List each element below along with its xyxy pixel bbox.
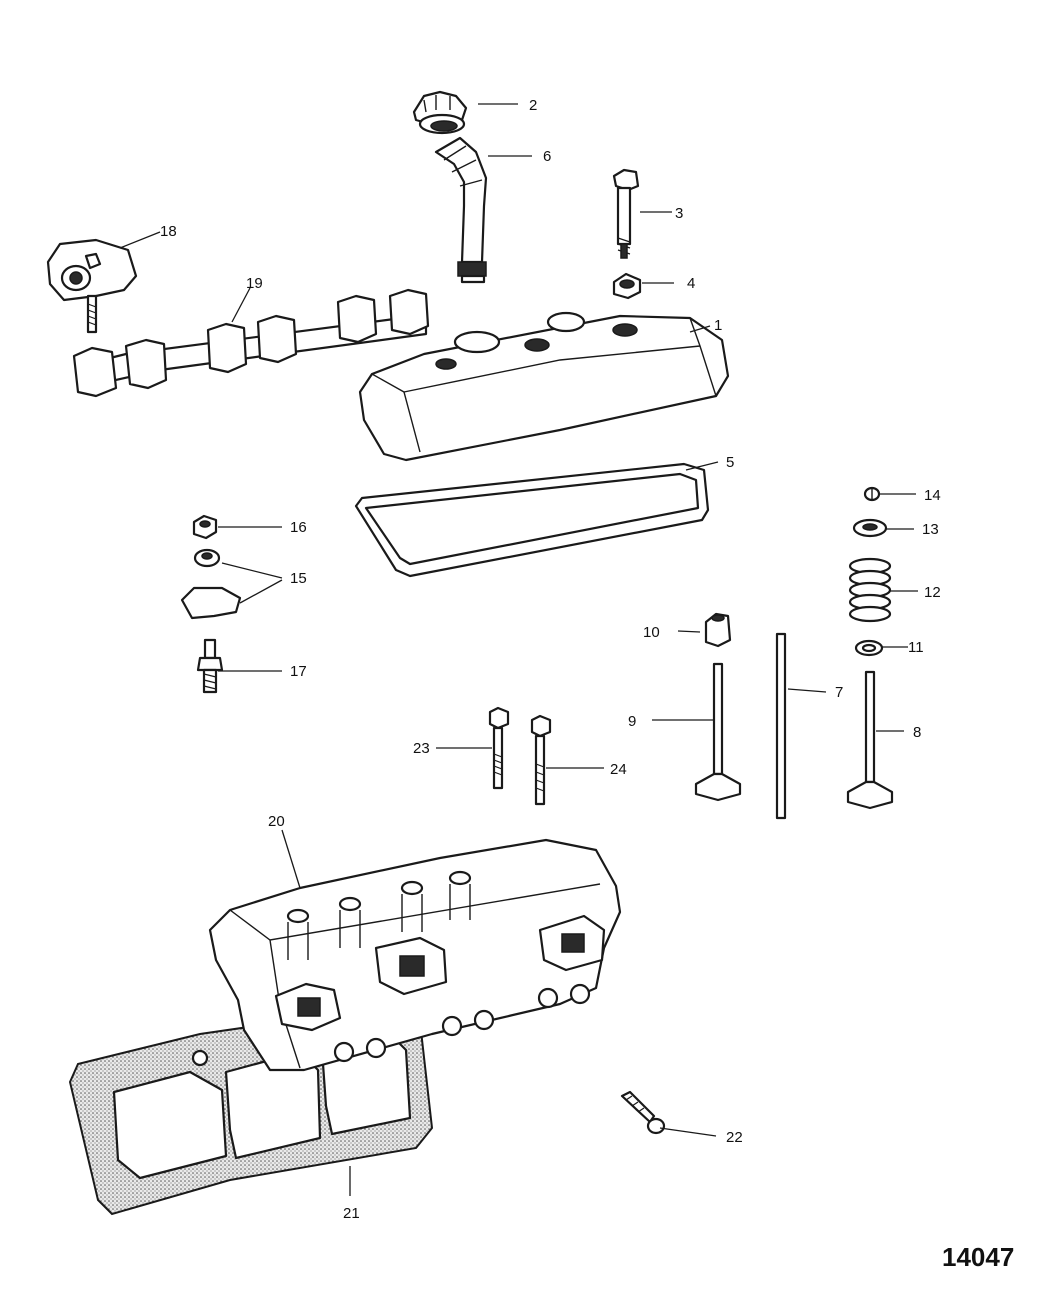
- callout-6: 6: [543, 148, 551, 165]
- head-bolt-long-part: [488, 706, 510, 790]
- oil-filler-cap-part: [412, 90, 468, 135]
- cylinder-head-part: [208, 838, 622, 1072]
- cover-gasket-part: [354, 462, 710, 578]
- callout-2: 2: [529, 97, 537, 114]
- spring-shim-part: [854, 639, 884, 657]
- callout-11: 11: [908, 639, 924, 656]
- callout-20: 20: [268, 813, 285, 830]
- callout-21: 21: [343, 1205, 360, 1222]
- callout-12: 12: [924, 584, 941, 601]
- callout-9: 9: [628, 713, 636, 730]
- callout-8: 8: [913, 724, 921, 741]
- spring-retainer-part: [852, 518, 888, 538]
- callout-14: 14: [924, 487, 941, 504]
- callout-18: 18: [160, 223, 177, 240]
- push-rod-part: [775, 632, 787, 820]
- valve-spring-part: [848, 557, 892, 623]
- callout-labels: 1 2 3 4 5 6 7 8 9 10 11 12 13 14 15 16 1…: [160, 97, 941, 1222]
- valve-seal-part: [704, 612, 732, 648]
- rocker-stud-part: [196, 638, 224, 694]
- head-bolt-short-part: [620, 1090, 666, 1135]
- leader-lines: [119, 103, 918, 1196]
- rocker-rail-part: [72, 288, 430, 398]
- rocker-arm-part: [46, 238, 138, 334]
- exhaust-valve-part: [846, 670, 894, 810]
- valve-cover-part: [358, 311, 730, 462]
- oil-fill-tube-part: [434, 136, 488, 284]
- callout-10: 10: [643, 624, 660, 641]
- intake-valve-part: [694, 662, 742, 802]
- drawing-number: 14047: [942, 1242, 1014, 1272]
- head-bolt-part: [530, 714, 552, 806]
- callout-5: 5: [726, 454, 734, 471]
- callout-4: 4: [687, 275, 695, 292]
- callout-24: 24: [610, 761, 627, 778]
- valve-keepers-part: [863, 486, 881, 502]
- callout-22: 22: [726, 1129, 743, 1146]
- grommet-part: [612, 272, 642, 300]
- callout-3: 3: [675, 205, 683, 222]
- callout-1: 1: [714, 317, 722, 334]
- ball-and-rocker-part: [180, 548, 242, 620]
- callout-23: 23: [413, 740, 430, 757]
- cover-bolt-part: [612, 168, 640, 259]
- callout-15: 15: [290, 570, 307, 587]
- callout-16: 16: [290, 519, 307, 536]
- callout-7: 7: [835, 684, 843, 701]
- callout-17: 17: [290, 663, 307, 680]
- callout-13: 13: [922, 521, 939, 538]
- rocker-nut-part: [192, 514, 218, 540]
- callout-19: 19: [246, 275, 263, 292]
